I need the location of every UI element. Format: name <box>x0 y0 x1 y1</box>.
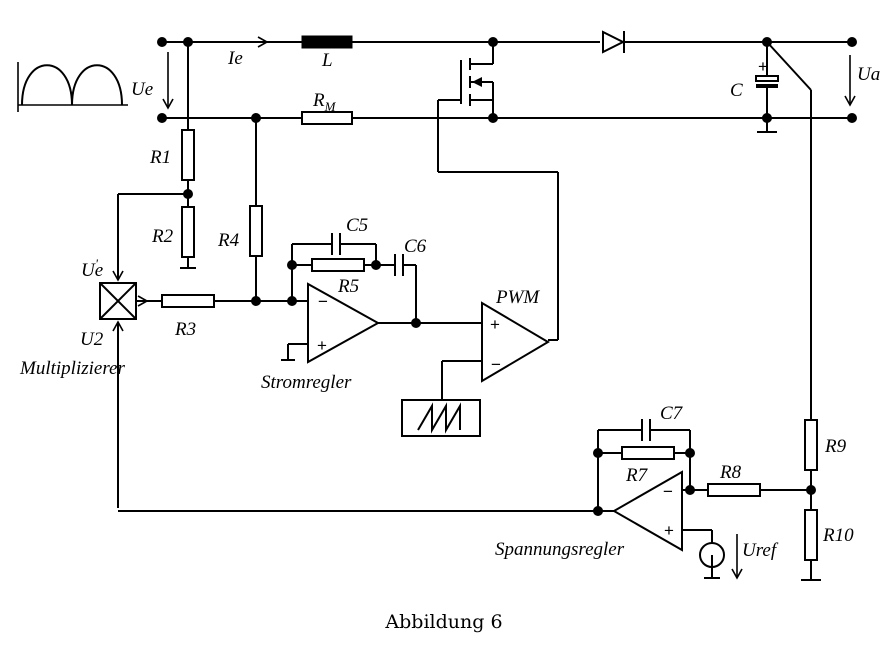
divider-feedback <box>766 41 821 581</box>
capacitor-c-label: C <box>730 80 743 101</box>
r4-label: R4 <box>217 230 240 251</box>
voltage-regulator-opamp <box>611 470 743 580</box>
ie-label: Ie <box>227 48 243 69</box>
u2-label: U2 <box>80 329 104 350</box>
input-waveform <box>17 62 128 112</box>
resistor-r3 <box>161 294 215 308</box>
svg-text:+: + <box>758 57 768 76</box>
r2-label: R2 <box>151 226 174 247</box>
inductor-l-label: L <box>321 50 333 71</box>
r1-label: R1 <box>149 147 171 168</box>
c7-label: C7 <box>660 403 684 424</box>
figure-caption: Abbildung 6 <box>384 611 502 633</box>
pwm-plus: + <box>490 315 500 334</box>
stromregler-label: Stromregler <box>261 372 352 393</box>
uref-label: Uref <box>742 540 779 561</box>
junction-dots <box>157 37 857 516</box>
pwm-minus: − <box>491 355 501 374</box>
pwm-comparator <box>441 301 550 400</box>
r7-label: R7 <box>625 465 649 486</box>
ue-label: Ue <box>131 79 153 100</box>
sawtooth-generator <box>401 399 481 437</box>
multiplizierer-label: Multiplizierer <box>19 358 125 379</box>
spannungsregler-feedback <box>118 419 811 512</box>
spannungsregler-plus: + <box>664 521 674 540</box>
ue-arrow <box>162 52 174 110</box>
r9-label: R9 <box>824 436 847 457</box>
r3-label: R3 <box>174 319 196 340</box>
multiplier-u2 <box>99 282 162 508</box>
stromregler-minus: − <box>318 292 328 311</box>
mosfet <box>437 42 559 341</box>
current-regulator-opamp <box>281 282 381 364</box>
ie-arrow <box>238 36 269 48</box>
resistor-r4 <box>249 118 263 302</box>
spannungsregler-minus: − <box>663 482 673 501</box>
r8-label: R8 <box>719 462 742 483</box>
stromregler-feedback <box>291 233 482 324</box>
ue-prime-label: Ue' <box>81 256 103 281</box>
pwm-label: PWM <box>495 287 540 308</box>
spannungsregler-label: Spannungsregler <box>495 539 625 560</box>
r5-label: R5 <box>337 276 359 297</box>
ua-label: Ua <box>857 64 880 85</box>
diode <box>602 30 626 54</box>
r10-label: R10 <box>822 525 854 546</box>
stromregler-plus: + <box>317 336 327 355</box>
ua-arrow <box>844 55 856 107</box>
rm-label: RM <box>312 90 337 114</box>
c6-label: C6 <box>404 236 427 257</box>
c5-label: C5 <box>346 215 368 236</box>
inductor-l <box>301 35 353 49</box>
resistor-rm <box>301 111 353 125</box>
